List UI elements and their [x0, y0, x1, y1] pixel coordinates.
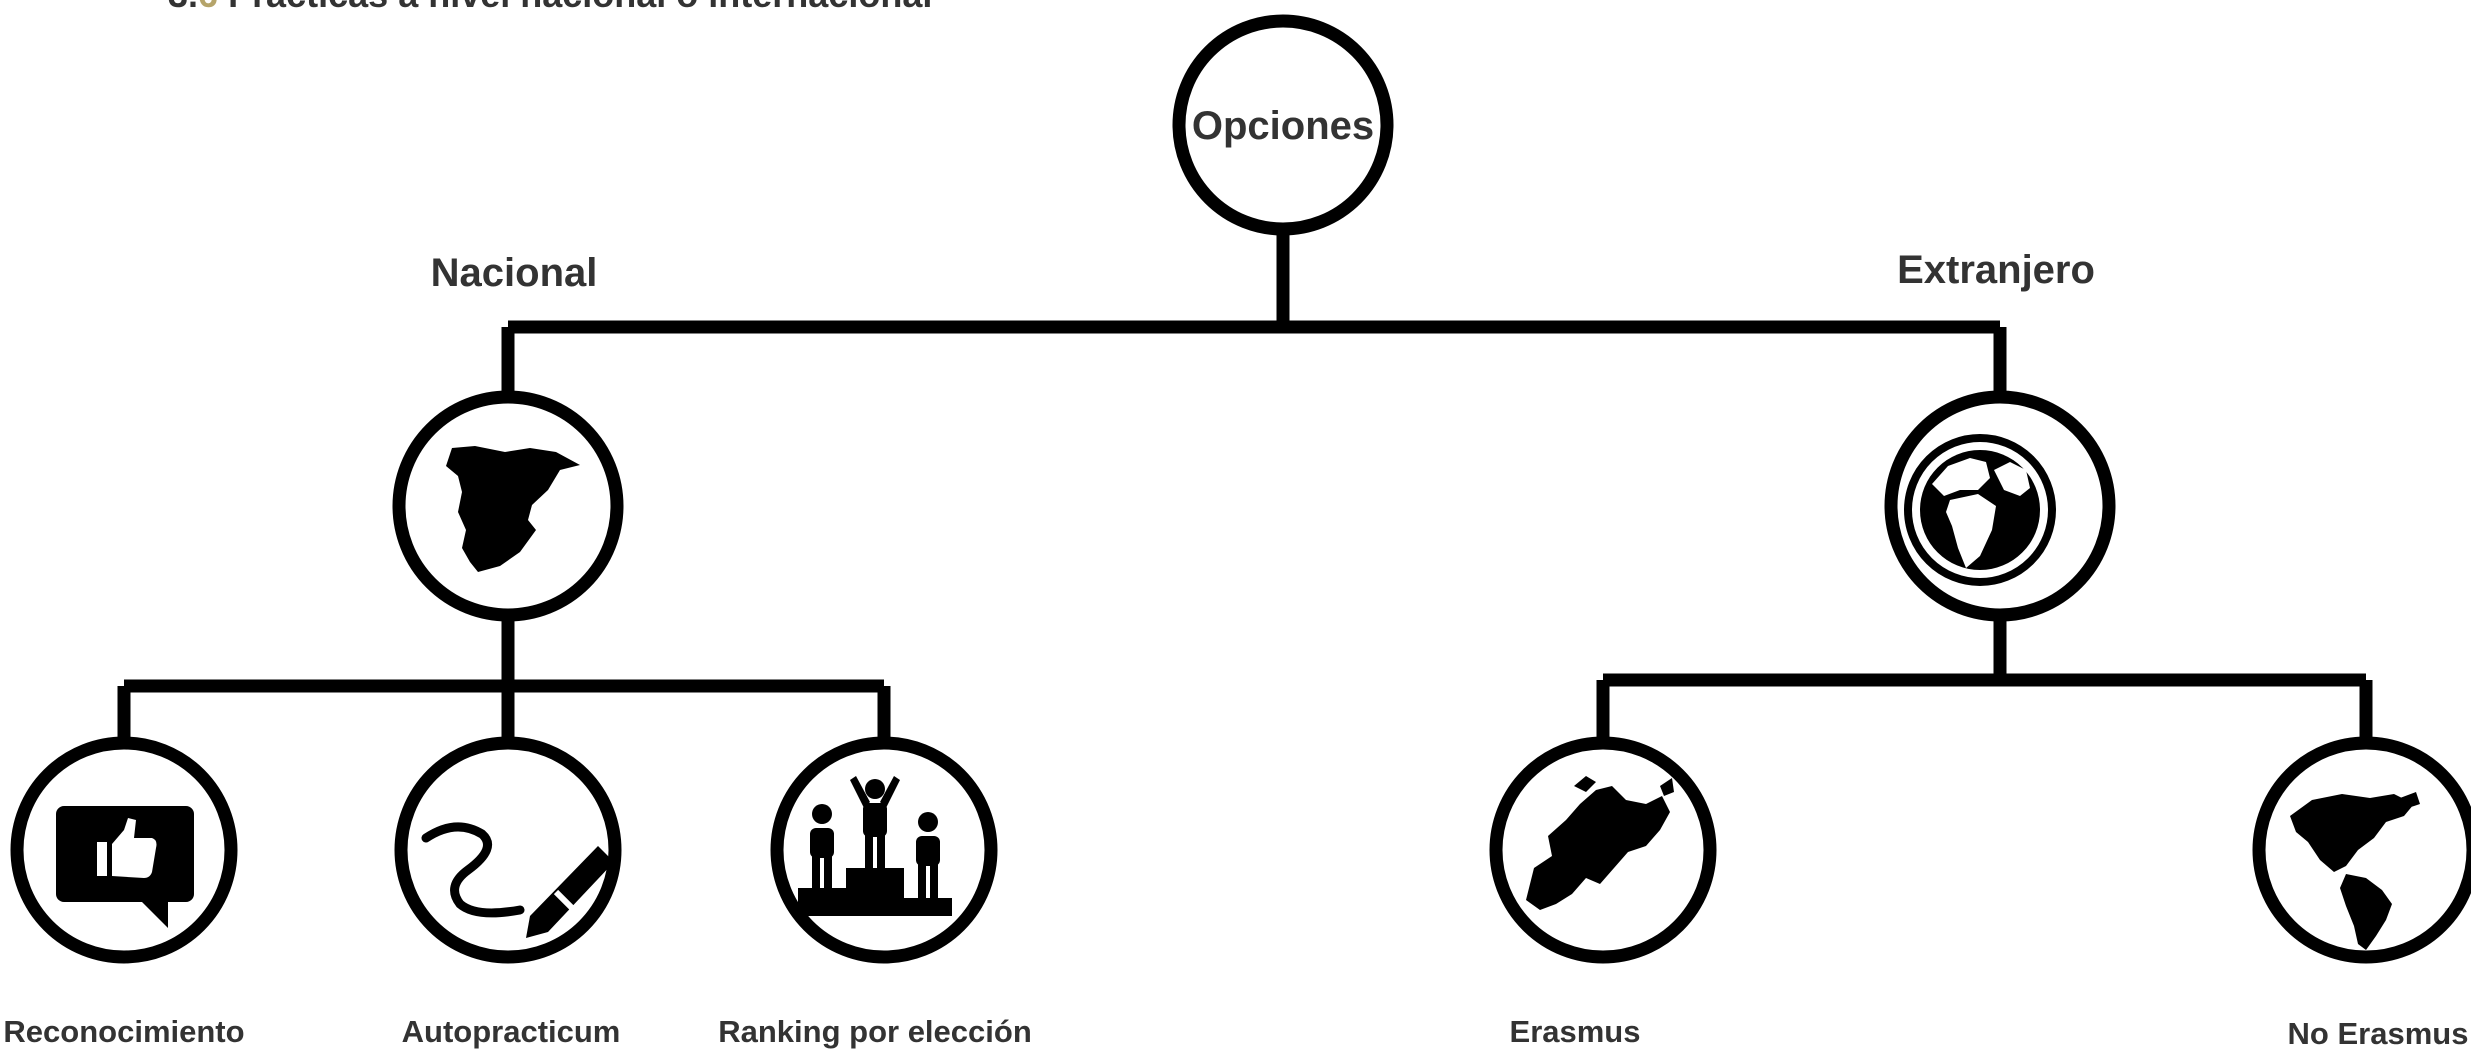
- leaf-label-no-erasmus: No Erasmus: [2287, 1016, 2469, 1051]
- branch-label-national: Nacional: [430, 251, 598, 295]
- section-number-accent: 6: [198, 0, 218, 15]
- connector-lines: [117, 230, 2373, 745]
- leaf-node-autopracticum: [394, 736, 622, 964]
- podium-winners-icon: [798, 776, 952, 916]
- spain-map-icon: [446, 446, 580, 572]
- leaf-node-ranking: [770, 736, 998, 964]
- globe-icon: [1904, 434, 2056, 586]
- americas-map-icon: [2290, 792, 2420, 950]
- europe-map-icon: [1526, 776, 1674, 910]
- thumbs-up-speech-bubble-icon: [56, 806, 194, 928]
- section-heading: 3.6 Prácticas a nivel nacional o interna…: [168, 0, 932, 16]
- national-node: [392, 390, 624, 622]
- pen-signature-icon: [421, 822, 614, 938]
- leaf-node-erasmus: [1489, 736, 1717, 964]
- section-title: Prácticas a nivel nacional o internacion…: [228, 0, 932, 15]
- leaf-label-erasmus: Erasmus: [1509, 1014, 1641, 1049]
- abroad-node: [1884, 390, 2116, 622]
- leaf-label-ranking: Ranking por elección: [718, 1014, 1032, 1049]
- root-label: Opciones: [1192, 104, 1374, 148]
- branch-label-abroad: Extranjero: [1897, 248, 2095, 292]
- section-number: 3.: [168, 0, 198, 15]
- leaf-label-autopracticum: Autopracticum: [401, 1014, 621, 1049]
- root-node: Opciones: [1172, 14, 1394, 236]
- leaf-node-no-erasmus: [2252, 736, 2471, 964]
- leaf-label-recognition: Reconocimiento: [3, 1014, 245, 1049]
- leaf-node-recognition: [10, 736, 238, 964]
